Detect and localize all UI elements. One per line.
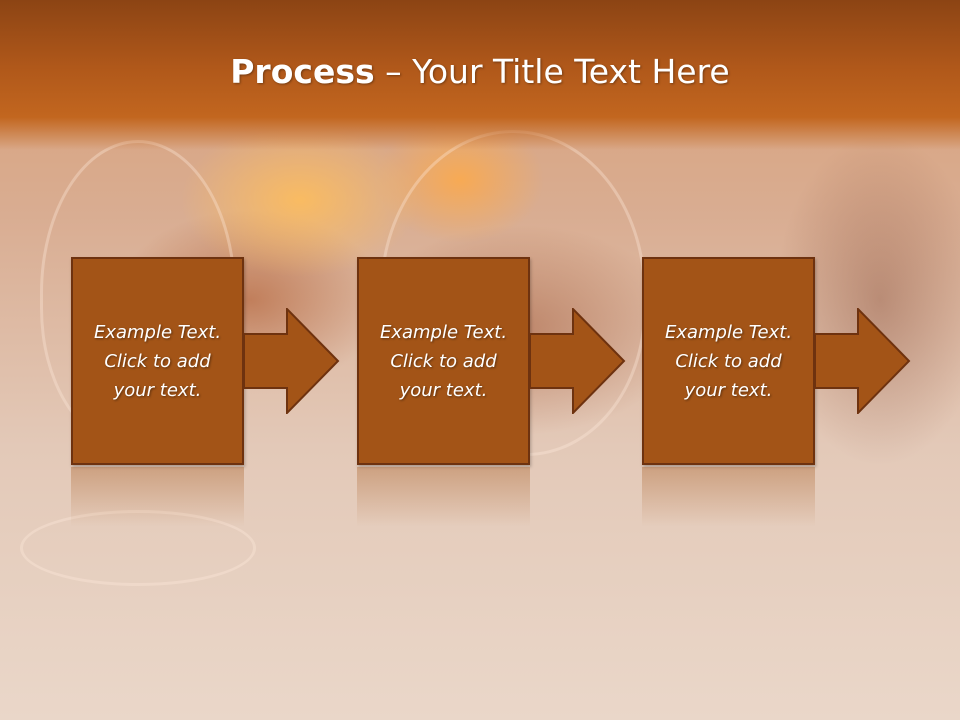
- arrow-right-icon: [244, 308, 340, 414]
- title-rest: – Your Title Text Here: [374, 52, 730, 91]
- step-text-1[interactable]: Example Text. Click to add your text.: [78, 318, 238, 405]
- process-step-box-2[interactable]: Example Text. Click to add your text.: [357, 257, 530, 465]
- step-text-line: Click to add: [104, 350, 211, 372]
- step-text-3[interactable]: Example Text. Click to add your text.: [649, 318, 809, 405]
- arrow-right-icon: [530, 308, 626, 414]
- title-bold: Process: [230, 52, 375, 91]
- step-text-line: Example Text.: [379, 321, 508, 343]
- step-text-line: Example Text.: [664, 321, 793, 343]
- step-text-line: your text.: [684, 379, 773, 401]
- arrow-right-icon: [815, 308, 911, 414]
- slide-title[interactable]: Process – Your Title Text Here: [0, 52, 960, 91]
- step-text-line: Example Text.: [93, 321, 222, 343]
- step-text-line: your text.: [399, 379, 488, 401]
- title-bar: [0, 0, 960, 150]
- process-step-box-1[interactable]: Example Text. Click to add your text.: [71, 257, 244, 465]
- step-text-line: Click to add: [390, 350, 497, 372]
- box-reflection: [71, 467, 244, 527]
- glass-base-shape: [20, 510, 256, 586]
- step-text-line: Click to add: [675, 350, 782, 372]
- process-step-box-3[interactable]: Example Text. Click to add your text.: [642, 257, 815, 465]
- step-text-2[interactable]: Example Text. Click to add your text.: [364, 318, 524, 405]
- box-reflection: [642, 467, 815, 527]
- step-text-line: your text.: [113, 379, 202, 401]
- box-reflection: [357, 467, 530, 527]
